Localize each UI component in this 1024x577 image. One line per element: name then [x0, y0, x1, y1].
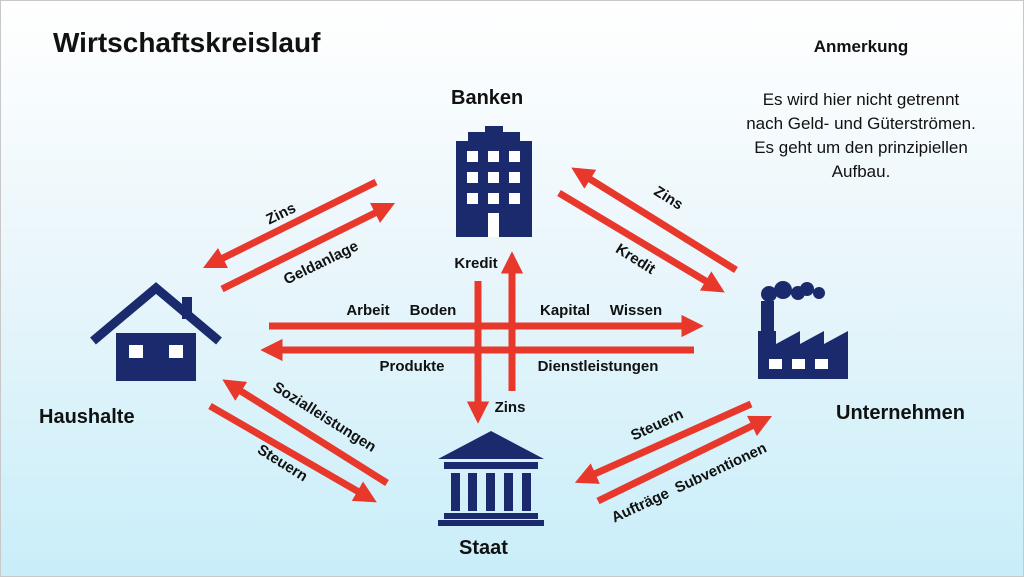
note-line: nach Geld- und Güterströmen. [746, 114, 976, 133]
flow-label: Kapital [540, 302, 590, 319]
arrow-companies-to-state [574, 400, 753, 484]
page-title: Wirtschaftskreislauf [53, 27, 321, 58]
flow-label: Kredit [454, 255, 497, 272]
flow-label: Produkte [379, 358, 444, 375]
flow-label: Boden [410, 302, 457, 319]
node-label-households: Haushalte [39, 406, 135, 428]
node-label-banks: Banken [451, 87, 524, 109]
arrow-companies-to-banks [571, 167, 738, 273]
note-heading: Anmerkung [813, 37, 909, 56]
flow-label: Dienstleistungen [538, 358, 659, 375]
arrow-banks-to-households [202, 178, 378, 269]
flow-label: Geldanlage [281, 238, 361, 289]
flow-label: Zins [495, 399, 526, 416]
node-label-companies: Unternehmen [836, 402, 965, 424]
bank-building-icon [456, 126, 532, 237]
note-body: Es wird hier nicht getrennt nach Geld- u… [721, 88, 1001, 184]
flow-arrows [202, 167, 773, 505]
house-icon [90, 282, 222, 381]
note-line: Es geht um den prinzipiellen [754, 138, 968, 157]
flow-label: Arbeit [346, 302, 389, 319]
arrow-households-to-banks [220, 202, 396, 293]
arrow-state-to-companies [596, 415, 773, 505]
note-line: Es wird hier nicht getrennt [762, 90, 960, 109]
arrow-state-to-households [222, 379, 389, 486]
factory-icon [758, 281, 848, 379]
government-building-icon [438, 431, 544, 526]
node-label-state: Staat [459, 537, 508, 559]
flow-label: Wissen [610, 302, 662, 319]
arrow-households-to-state [208, 402, 377, 503]
note-line: Aufbau. [831, 162, 891, 181]
arrow-banks-to-companies [557, 189, 725, 293]
flow-label: Zins [651, 183, 686, 214]
